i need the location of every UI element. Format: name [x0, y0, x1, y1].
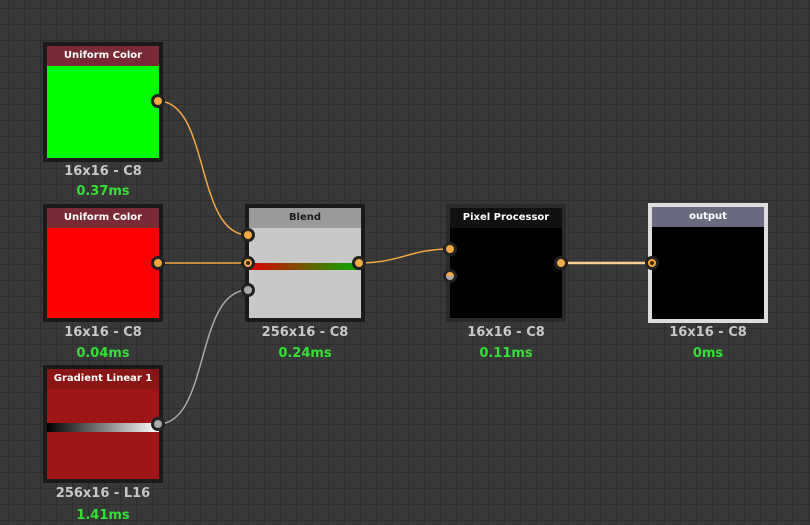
- node-blend[interactable]: Blend: [245, 204, 365, 322]
- node-title: output: [652, 207, 764, 227]
- node-time-label: 0.11ms: [479, 346, 533, 361]
- node-thumbnail-green: [47, 66, 159, 158]
- input-port-output[interactable]: [645, 256, 659, 270]
- wire-blend-to-pixel: [358, 248, 451, 264]
- node-title: Pixel Processor: [450, 208, 562, 228]
- wire-uniform1-to-blend: [157, 100, 249, 236]
- node-thumbnail-gradient: [47, 389, 159, 479]
- output-port-pixel[interactable]: [554, 256, 568, 270]
- node-title: Gradient Linear 1: [47, 369, 159, 389]
- node-title: Uniform Color: [47, 46, 159, 66]
- node-time-label: 0.04ms: [76, 346, 130, 361]
- node-title: Uniform Color: [47, 208, 159, 228]
- node-thumbnail-red: [47, 228, 159, 318]
- node-output[interactable]: output: [648, 203, 768, 323]
- node-time-label: 0ms: [692, 346, 724, 361]
- node-size-label: 16x16 - C8: [64, 325, 142, 340]
- node-title: Blend: [249, 208, 361, 228]
- node-size-label: 16x16 - C8: [669, 325, 747, 340]
- node-pixel-processor[interactable]: Pixel Processor: [446, 204, 566, 322]
- input-port-pixel-2[interactable]: [443, 269, 457, 283]
- input-port-blend-mask[interactable]: [241, 283, 255, 297]
- node-size-label: 16x16 - C8: [64, 164, 142, 179]
- node-thumbnail-pixel: [450, 228, 562, 318]
- node-size-label: 256x16 - L16: [55, 486, 151, 501]
- node-thumbnail-blend: [249, 228, 361, 318]
- input-port-blend-foreground[interactable]: [241, 228, 255, 242]
- node-time-label: 1.41ms: [76, 508, 130, 523]
- node-time-label: 0.24ms: [278, 346, 332, 361]
- wire-gradient-to-blend: [157, 289, 249, 425]
- input-port-pixel-1[interactable]: [443, 242, 457, 256]
- input-port-blend-background[interactable]: [241, 256, 255, 270]
- node-gradient-linear-1[interactable]: Gradient Linear 1: [43, 365, 163, 483]
- node-size-label: 16x16 - C8: [467, 325, 545, 340]
- output-port-blend[interactable]: [352, 256, 366, 270]
- node-time-label: 0.37ms: [76, 184, 130, 199]
- blend-strip: [249, 263, 361, 270]
- output-port-uniform-1[interactable]: [151, 94, 165, 108]
- gradient-strip: [47, 423, 159, 432]
- node-thumbnail-output: [652, 227, 764, 319]
- node-uniform-color-1[interactable]: Uniform Color: [43, 42, 163, 162]
- node-uniform-color-2[interactable]: Uniform Color: [43, 204, 163, 322]
- output-port-uniform-2[interactable]: [151, 256, 165, 270]
- node-size-label: 256x16 - C8: [261, 325, 349, 340]
- output-port-gradient[interactable]: [151, 417, 165, 431]
